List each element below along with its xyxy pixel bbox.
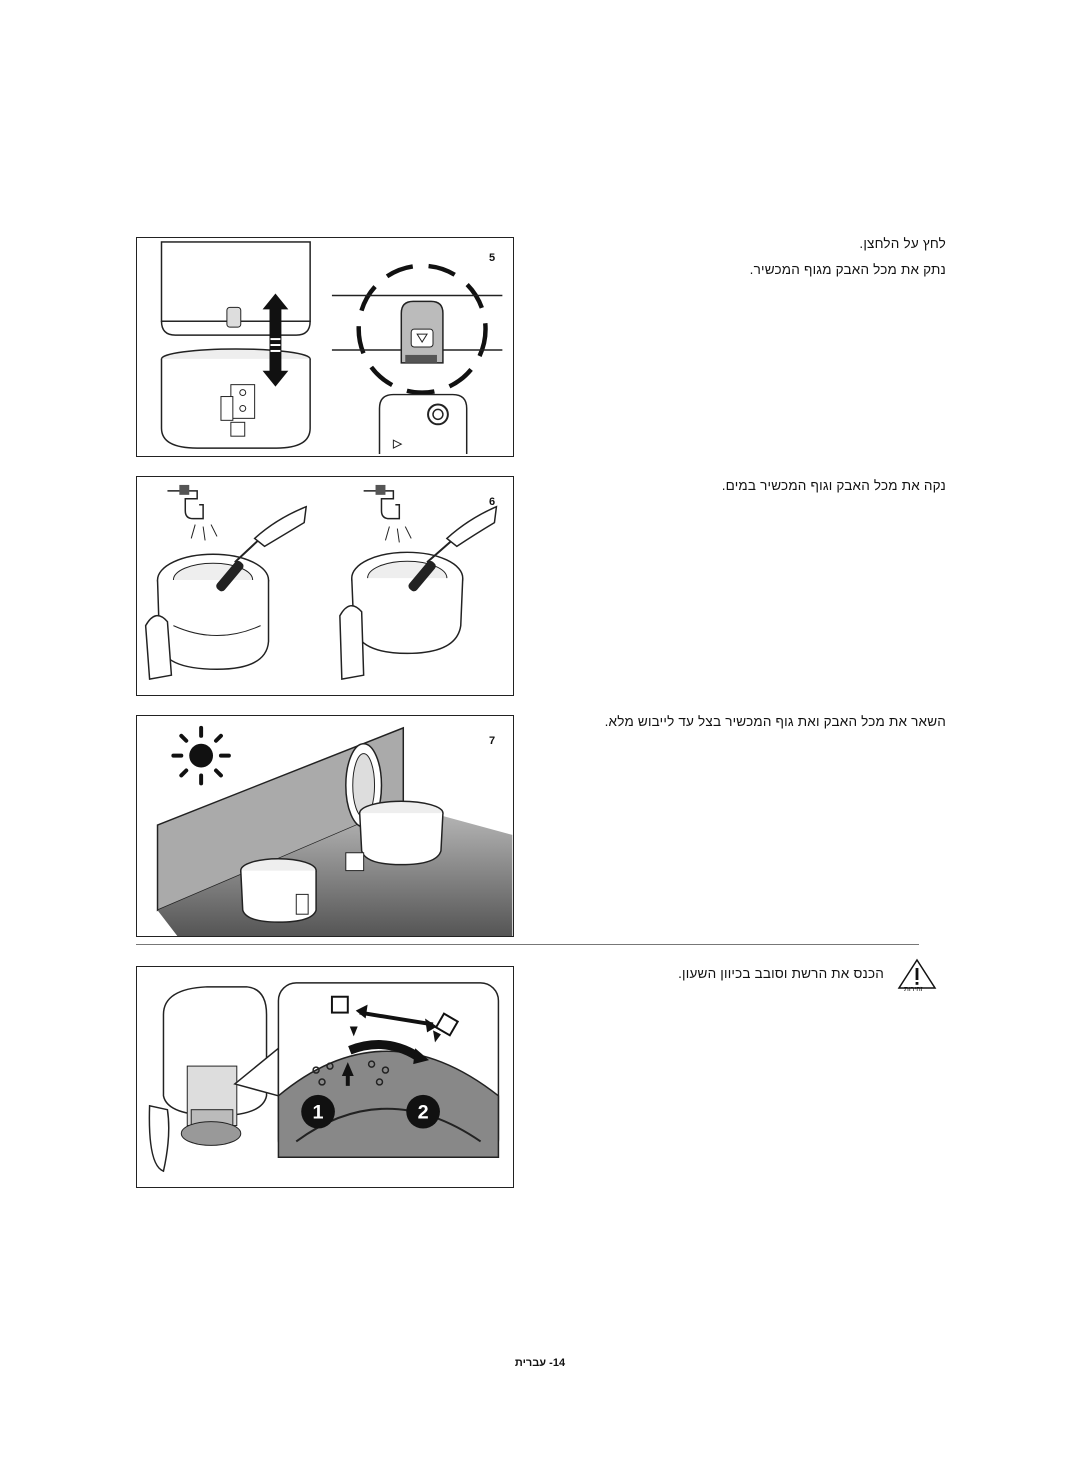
step-5-illustration	[136, 237, 514, 457]
step-1-label: 1	[313, 1102, 324, 1124]
step-7-number: 7	[489, 735, 496, 747]
warning-triangle-icon	[897, 958, 937, 989]
dry-in-shade-drawing	[156, 725, 513, 936]
page-number: 14- עברית	[514, 1357, 566, 1369]
lock-icon	[434, 1012, 460, 1037]
step-5-line-1: לחץ על הלחצן.	[859, 236, 946, 251]
insert-arrow-icon	[341, 1062, 354, 1086]
step-2-label: 2	[418, 1102, 429, 1124]
unlock-icon	[330, 995, 349, 1014]
step-7-illustration	[136, 715, 514, 937]
step-6-number: 6	[489, 496, 496, 508]
step-6-illustration	[136, 476, 514, 696]
step-1-marker	[301, 1094, 335, 1129]
double-arrow-icon	[359, 1010, 434, 1027]
left-wash-scene	[144, 484, 308, 681]
detach-dust-bin-drawing	[160, 241, 503, 455]
sun-icon	[171, 725, 231, 786]
wash-parts-drawing	[144, 484, 498, 681]
insert-filter-drawing: 1 2	[148, 982, 500, 1173]
step-5-line-2: נתק את מכל האבק מגוף המכשיר.	[749, 262, 946, 277]
section-divider	[136, 944, 919, 945]
step-7-line-1: השאר את מכל האבק ואת גוף המכשיר בצל עד ל…	[604, 714, 946, 729]
step-5-number: 5	[489, 252, 496, 264]
right-wash-scene	[339, 484, 498, 681]
caution-illustration: 1 2	[136, 966, 514, 1188]
step-6-line-1: נקה את מכל האבק וגוף המכשיר במים.	[721, 478, 946, 493]
caution-text: הכנס את הרשת וסובב בכיוון השעון.	[678, 966, 884, 981]
rotate-arrow-icon	[348, 1040, 420, 1061]
caution-label: זהירות	[904, 986, 923, 993]
step-2-marker	[406, 1094, 440, 1129]
